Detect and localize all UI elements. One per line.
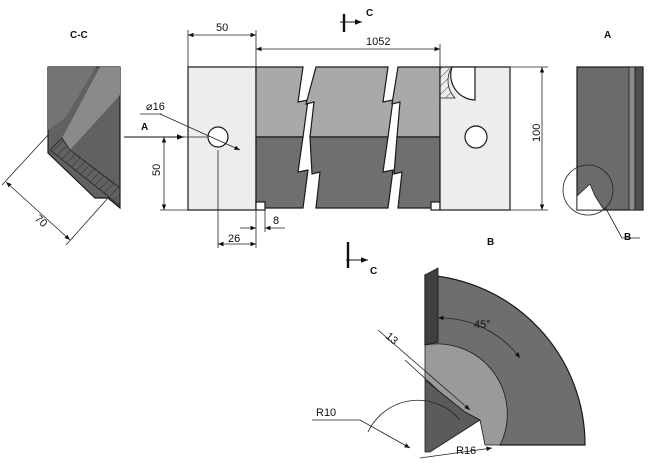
angle-arc [437, 315, 521, 359]
chamfer-dim: 13 [383, 330, 400, 347]
detail-b-view: 45° 13 R10 R16 B [312, 237, 586, 459]
hole-dia-dim: ⌀16 [146, 101, 165, 113]
r10-arc [367, 399, 461, 433]
notch-left [255, 201, 266, 211]
side-view-a: A B [562, 30, 644, 243]
side-view-strip-2 [634, 66, 644, 211]
section-cc-view: C-C 70 [1, 30, 121, 246]
segment-1-lower [255, 136, 309, 209]
section-mark-top-label: C [366, 8, 373, 19]
right-end-hatch [439, 66, 456, 99]
detail-b-callout: B [624, 232, 631, 243]
section-width-dim-line [5, 181, 71, 241]
segment-3-upper [391, 66, 441, 138]
view-arrow-a-label: A [141, 122, 148, 133]
chamfer-dim-line [377, 329, 471, 411]
detail-b-edge-strip [424, 267, 439, 346]
section-cc-label: C-C [70, 30, 88, 41]
right-end-cutout [450, 66, 476, 101]
view-a-label: A [604, 30, 611, 41]
notch-right [430, 201, 441, 211]
length-dim: 1052 [366, 36, 390, 48]
chamfer-ext [404, 359, 441, 393]
r10-leader [359, 419, 411, 449]
hole-height-dim: 50 [151, 164, 163, 176]
hole-dia-value: 16 [153, 101, 165, 113]
section-cc-v-groove [62, 67, 120, 150]
detail-b-leader [604, 206, 623, 239]
section-width-dim: 70 [32, 213, 49, 230]
radius-inner-dim: R10 [316, 407, 336, 419]
height-dim: 100 [531, 124, 543, 142]
width-block-dim: 50 [216, 22, 228, 34]
detail-b-title: B [487, 237, 494, 248]
segment-2-lower [309, 136, 394, 209]
section-width-ext-2 [65, 197, 109, 246]
notch-dim: 8 [273, 215, 279, 227]
mounting-hole-right [464, 125, 488, 149]
detail-b-groove [424, 379, 481, 453]
section-cc-hatch [49, 137, 121, 207]
detail-b-circle [562, 164, 614, 216]
side-view-strip-1 [628, 66, 636, 211]
dim-dia-leader [159, 113, 241, 151]
section-cc-upper-face [48, 67, 96, 130]
side-view-groove [576, 183, 605, 211]
section-width-ext-1 [1, 134, 49, 186]
hole-offset-dim: 26 [228, 233, 240, 245]
radius-outer-dim: R16 [456, 445, 476, 457]
angle-dim: 45° [474, 319, 491, 331]
segment-2-upper [305, 66, 394, 138]
section-mark-bottom-label: C [370, 266, 377, 277]
segment-3-lower [393, 136, 441, 209]
segment-1-upper [255, 66, 309, 138]
front-view: 50 1052 ⌀16 50 A 100 26 8 C [124, 8, 548, 277]
r16-leader [419, 446, 493, 459]
